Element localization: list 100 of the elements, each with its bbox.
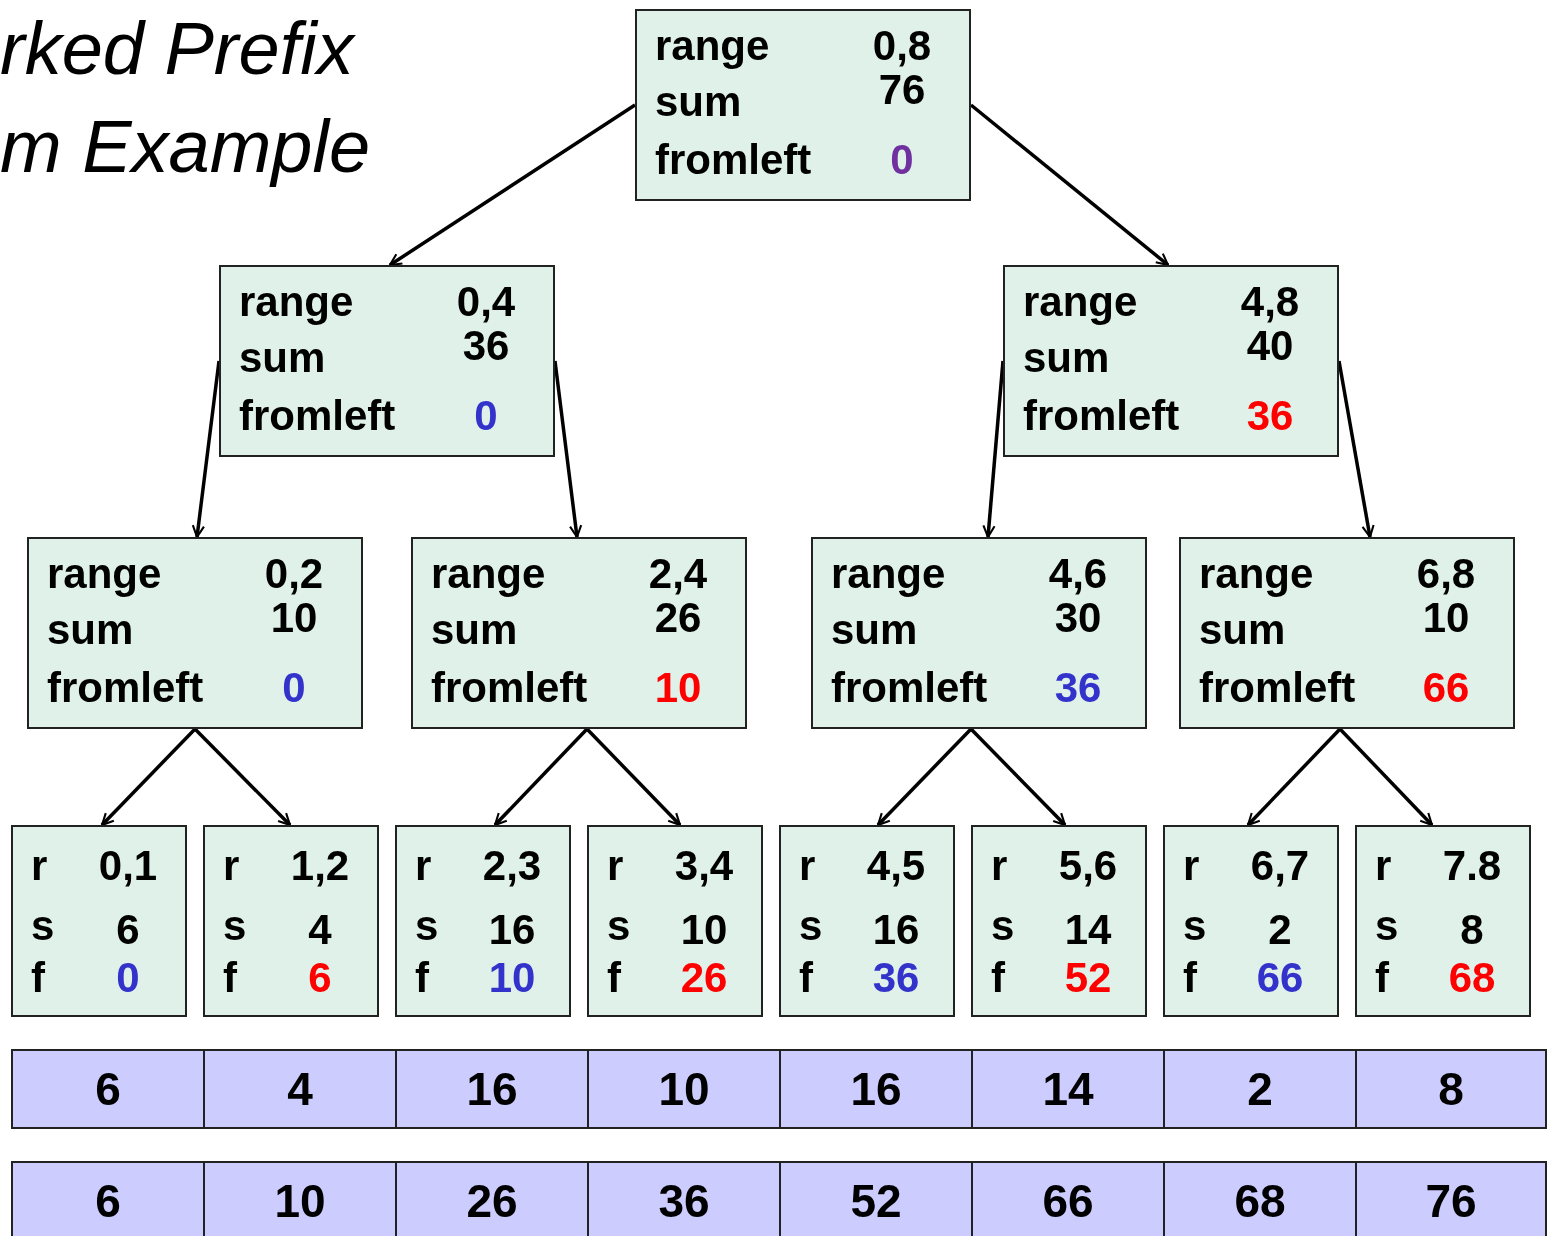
leaf-node-box <box>1163 825 1339 1017</box>
array-cell: 4 <box>203 1049 397 1129</box>
field-value: 6,7 <box>1249 841 1311 891</box>
array-cell: 6 <box>11 1161 205 1236</box>
field-value: 10 <box>679 905 729 955</box>
array-cell: 52 <box>779 1161 973 1236</box>
array-cell: 6 <box>11 1049 205 1129</box>
field-name: range <box>47 549 162 599</box>
field-value: 14 <box>1063 905 1113 955</box>
field-name: fromleft <box>431 663 588 713</box>
field-name: f <box>31 953 45 1003</box>
tree-node-box <box>219 265 555 457</box>
field-value: 8 <box>1459 905 1485 955</box>
field-name: r <box>1183 841 1200 891</box>
field-value: 2 <box>1267 905 1293 955</box>
fromleft-value: 66 <box>1421 663 1471 713</box>
leaf-node-box <box>1355 825 1531 1017</box>
field-value: 7.8 <box>1441 841 1503 891</box>
field-name: range <box>431 549 546 599</box>
field-value: 5,6 <box>1057 841 1119 891</box>
arrow <box>982 360 1005 539</box>
array-cell: 16 <box>395 1049 589 1129</box>
field-name: s <box>31 901 55 951</box>
arrow <box>969 727 1067 827</box>
field-name: s <box>991 901 1015 951</box>
leaf-node-box <box>587 825 763 1017</box>
array-cell: 8 <box>1355 1049 1547 1129</box>
field-name: s <box>799 901 823 951</box>
field-name: range <box>831 549 946 599</box>
field-name: r <box>607 841 624 891</box>
field-value: 4 <box>307 905 333 955</box>
fromleft-value: 52 <box>1063 953 1113 1003</box>
field-name: r <box>799 841 816 891</box>
field-name: fromleft <box>1023 391 1180 441</box>
fromleft-value: 0 <box>281 663 307 713</box>
array-cell: 68 <box>1163 1161 1357 1236</box>
slide-title: rked Prefix m Example <box>0 6 372 190</box>
fromleft-value: 6 <box>307 953 333 1003</box>
field-name: f <box>607 953 621 1003</box>
field-name: s <box>415 901 439 951</box>
tree-node-box <box>1179 537 1515 729</box>
field-name: s <box>1183 901 1207 951</box>
field-name: r <box>991 841 1008 891</box>
leaf-node-box <box>203 825 379 1017</box>
array-cell: 14 <box>971 1049 1165 1129</box>
field-name: r <box>415 841 432 891</box>
field-name: r <box>31 841 48 891</box>
leaf-node-box <box>395 825 571 1017</box>
array-cell: 16 <box>779 1049 973 1129</box>
field-name: sum <box>831 605 918 655</box>
leaf-node-box <box>11 825 187 1017</box>
fromleft-value: 0 <box>115 953 141 1003</box>
array-cell: 66 <box>971 1161 1165 1236</box>
arrow <box>193 727 292 827</box>
field-name: range <box>1199 549 1314 599</box>
fromleft-value: 68 <box>1447 953 1497 1003</box>
field-name: fromleft <box>655 135 812 185</box>
array-cell: 76 <box>1355 1161 1547 1236</box>
tree-node-box <box>27 537 363 729</box>
field-name: sum <box>655 77 742 127</box>
arrow <box>585 727 682 827</box>
field-name: sum <box>1023 333 1110 383</box>
field-name: f <box>991 953 1005 1003</box>
array-cell: 26 <box>395 1161 589 1236</box>
array-cell: 10 <box>203 1161 397 1236</box>
field-name: s <box>223 901 247 951</box>
array-cell: 10 <box>587 1049 781 1129</box>
field-name: f <box>415 953 429 1003</box>
arrow <box>1338 727 1434 827</box>
fromleft-value: 10 <box>653 663 703 713</box>
field-name: fromleft <box>47 663 204 713</box>
arrow <box>388 103 636 267</box>
field-name: f <box>799 953 813 1003</box>
field-name: s <box>1375 901 1399 951</box>
field-value: 16 <box>487 905 537 955</box>
field-value: 3,4 <box>673 841 735 891</box>
leaf-node-box <box>971 825 1147 1017</box>
fromleft-value: 0 <box>473 391 499 441</box>
fromleft-value: 66 <box>1255 953 1305 1003</box>
fromleft-value: 36 <box>871 953 921 1003</box>
arrow <box>100 727 197 827</box>
leaf-node-box <box>779 825 955 1017</box>
tree-node-box <box>411 537 747 729</box>
field-name: sum <box>431 605 518 655</box>
fromleft-value: 10 <box>487 953 537 1003</box>
arrow <box>493 727 589 827</box>
tree-node-box <box>811 537 1147 729</box>
tree-node-box <box>1003 265 1339 457</box>
field-name: sum <box>1199 605 1286 655</box>
fromleft-value: 36 <box>1053 663 1103 713</box>
fromleft-value: 26 <box>679 953 729 1003</box>
field-name: fromleft <box>239 391 396 441</box>
field-name: fromleft <box>1199 663 1356 713</box>
arrow <box>1246 727 1342 827</box>
field-name: f <box>223 953 237 1003</box>
arrow <box>191 360 221 539</box>
field-name: f <box>1183 953 1197 1003</box>
fromleft-value: 0 <box>889 135 915 185</box>
field-name: r <box>1375 841 1392 891</box>
field-name: range <box>1023 277 1138 327</box>
